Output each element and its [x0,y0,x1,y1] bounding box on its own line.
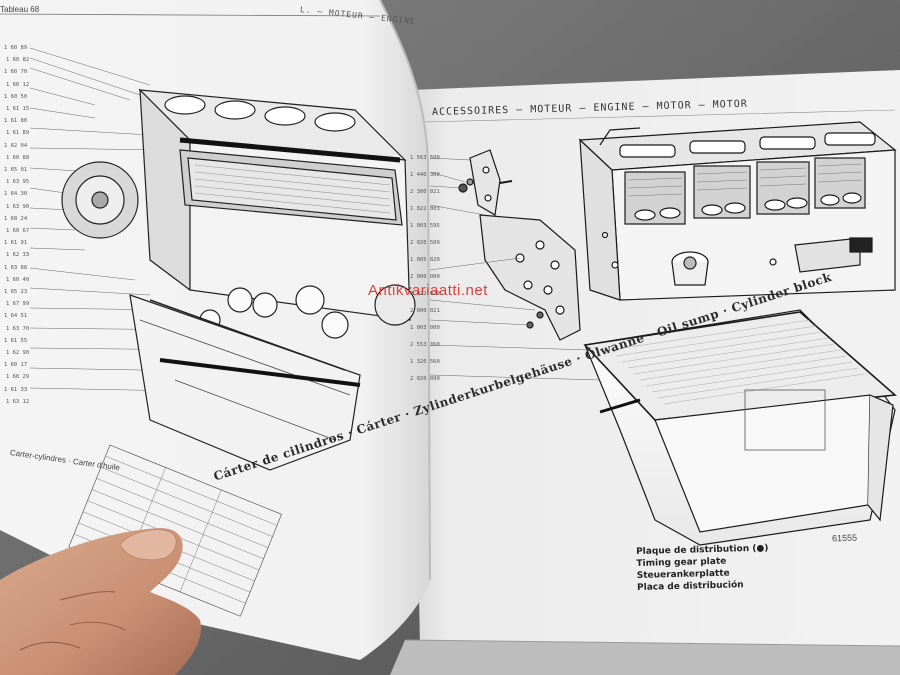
left-part-number: 1 60 70 [4,69,28,76]
left-part-number: 1 62 33 [6,252,30,259]
right-part-number: 1 003 595 [410,223,440,229]
right-part-number: 1 440 300 [410,172,440,178]
left-part-number: 1 61 80 [4,118,28,125]
left-part-number: 1 63 12 [6,398,30,405]
left-page-header: Tableau 68 [0,5,40,14]
right-part-number: 2 300 021 [410,189,440,195]
left-part-number: 1 60 40 [6,276,30,283]
left-part-number: 1 61 15 [6,106,30,112]
left-part-number: 1 64 30 [4,191,28,198]
left-part-number: 1 65 23 [4,289,28,295]
left-part-number: 1 63 90 [6,203,30,210]
left-part-number: 1 64 51 [4,313,28,320]
left-part-number: 1 60 12 [6,81,30,88]
left-part-number: 1 63 95 [6,179,30,186]
left-part-number: 1 60 50 [4,93,28,100]
right-part-number: 2 022 020 [410,291,440,297]
left-part-number: 1 61 89 [6,130,30,137]
left-part-number: 1 60 29 [6,374,30,381]
right-part-number: 2 000 000 [410,274,440,280]
right-part-number: 1 005 820 [410,257,440,263]
right-part-number: 1 563 500 [410,155,440,161]
left-part-number: 1 61 33 [4,386,28,393]
right-part-number: 2 000 021 [410,308,440,314]
right-part-number: 1 022 003 [410,206,440,212]
left-part-number: 1 62 90 [6,350,30,356]
left-part-number: 1 67 99 [6,301,30,308]
left-part-number: 1 60 67 [6,228,30,234]
figure-caption: Plaque de distribution (●) Timing gear p… [636,543,769,594]
right-part-number: 2 020 500 [410,240,440,246]
left-part-number: 1 68 24 [4,215,28,222]
left-part-number: 1 62 04 [4,142,28,149]
left-part-number: 1 61 55 [4,337,28,344]
hand [0,528,201,675]
left-part-number: 1 63 70 [6,325,30,332]
right-part-number: 1 320 560 [410,359,440,365]
left-part-number: 1 63 88 [4,264,28,271]
right-part-number: 2 553 350 [410,342,440,348]
watermark: Antikvariaatti.net [368,282,488,299]
right-part-number: 1 003 000 [410,325,440,331]
left-part-number: 1 60 89 [4,45,28,51]
left-part-number: 1 65 01 [4,167,28,173]
right-part-number: 2 020 090 [410,376,440,382]
left-part-number: 1 60 88 [6,154,30,161]
left-part-number: 1 60 82 [6,57,30,64]
left-part-number: 1 60 17 [4,362,28,369]
figure-number: 61555 [831,532,858,544]
left-part-number: 1 61 91 [4,240,28,247]
